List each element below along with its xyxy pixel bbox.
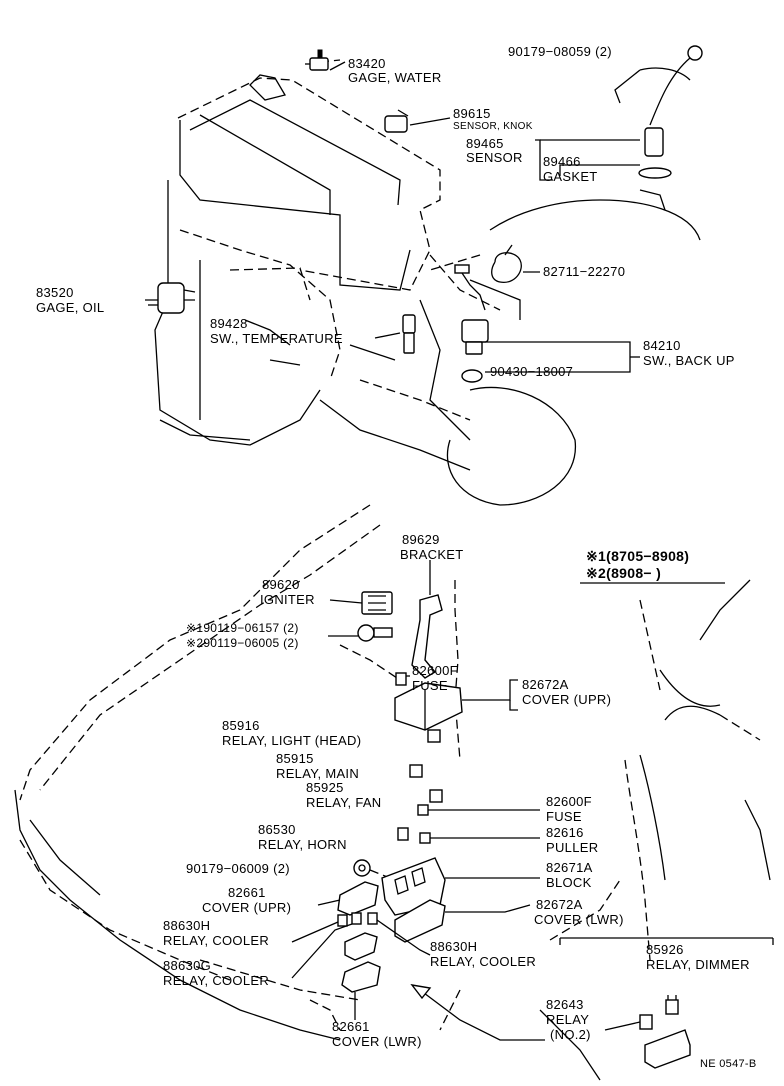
part-number-82643[interactable]: 82643 xyxy=(546,997,584,1012)
part-name-85916: RELAY, LIGHT (HEAD) xyxy=(222,733,362,748)
puller-part-icon xyxy=(419,832,431,844)
relay-dimmer-icon xyxy=(665,995,679,1015)
part-number-86530[interactable]: 86530 xyxy=(258,822,296,837)
oxygen-sensor-part-icon xyxy=(614,45,703,211)
part-name-85926: RELAY, DIMMER xyxy=(646,957,750,972)
part-name-89629: BRACKET xyxy=(400,547,464,562)
relay-no2-icon xyxy=(639,1014,653,1030)
part-name-88630h-b: RELAY, COOLER xyxy=(430,954,537,969)
part-number-82671a[interactable]: 82671A xyxy=(546,860,593,875)
fuse-small-icon xyxy=(417,804,429,816)
part-number-83520[interactable]: 83520 xyxy=(36,285,74,300)
part-number-90119-06005[interactable]: ※290119−06005 (2) xyxy=(186,636,299,650)
part-number-89629[interactable]: 89629 xyxy=(402,532,440,547)
part-name-89466: GASKET xyxy=(543,169,598,184)
backup-switch-part-icon xyxy=(459,269,489,383)
fuse-part-icon xyxy=(395,672,407,686)
part-number-85915[interactable]: 85915 xyxy=(276,751,314,766)
part-name-86530: RELAY, HORN xyxy=(258,837,347,852)
part-number-88630g[interactable]: 88630G xyxy=(163,958,212,973)
part-name-82661-a: COVER (UPR) xyxy=(202,900,292,915)
relay-cooler-icons xyxy=(337,912,378,927)
part-number-85925[interactable]: 85925 xyxy=(306,780,344,795)
part-name-89615: SENSOR, KNOK xyxy=(453,121,533,132)
part-name-89465: SENSOR xyxy=(466,150,523,165)
igniter-part-icon xyxy=(361,591,393,615)
part-name-82661-b: COVER (LWR) xyxy=(332,1034,422,1049)
part-number-82600f-a[interactable]: 82600F xyxy=(412,663,458,678)
part-number-90430[interactable]: 90430−18007 xyxy=(490,364,574,379)
relay-main-icon xyxy=(409,764,423,778)
part-number-82661-a[interactable]: 82661 xyxy=(228,885,266,900)
part-name-82616: PULLER xyxy=(546,840,599,855)
legend-note-1: ※1(8705−8908) xyxy=(586,548,690,564)
part-number-82661-b[interactable]: 82661 xyxy=(332,1019,370,1034)
part-name-82600f-a: FUSE xyxy=(412,678,448,693)
water-gage-part-icon xyxy=(305,49,329,71)
clamp-part-icon xyxy=(491,244,522,283)
oil-gage-part-icon xyxy=(148,282,196,314)
part-name-84210: SW., BACK UP xyxy=(643,353,735,368)
part-number-82600f-b[interactable]: 82600F xyxy=(546,794,592,809)
part-number-83420[interactable]: 83420 xyxy=(348,56,386,71)
part-extra-82643: (NO.2) xyxy=(550,1027,591,1042)
knock-sensor-part-icon xyxy=(384,109,409,133)
part-number-85926[interactable]: 85926 xyxy=(646,942,684,957)
part-number-82672a-b[interactable]: 82672A xyxy=(536,897,583,912)
part-number-89466[interactable]: 89466 xyxy=(543,154,581,169)
part-number-89620[interactable]: 89620 xyxy=(262,577,300,592)
wire-connector-icon xyxy=(454,264,470,274)
part-name-88630h-a: RELAY, COOLER xyxy=(163,933,270,948)
relay-horn-icon xyxy=(397,827,409,841)
part-number-90179-06009[interactable]: 90179−06009 (2) xyxy=(186,861,290,876)
part-name-88630g: RELAY, COOLER xyxy=(163,973,270,988)
part-name-89428: SW., TEMPERATURE xyxy=(210,331,343,346)
part-number-89428[interactable]: 89428 xyxy=(210,316,248,331)
relay-fan-icon xyxy=(429,789,443,803)
temperature-switch-part-icon xyxy=(402,314,416,354)
part-name-82643: RELAY xyxy=(546,1012,590,1027)
part-number-89465[interactable]: 89465 xyxy=(466,136,504,151)
part-number-90119-06157[interactable]: ※190119−06157 (2) xyxy=(186,621,299,635)
relay-base-icon xyxy=(644,1029,691,1069)
part-number-88630h-b[interactable]: 88630H xyxy=(430,939,478,954)
part-number-82616[interactable]: 82616 xyxy=(546,825,584,840)
part-name-82672a-a: COVER (UPR) xyxy=(522,692,612,707)
part-number-88630h-a[interactable]: 88630H xyxy=(163,918,211,933)
part-number-82711[interactable]: 82711−22270 xyxy=(543,264,626,279)
part-name-82600f-b: FUSE xyxy=(546,809,582,824)
relay-head-icon xyxy=(427,729,441,743)
part-number-90179-08059[interactable]: 90179−08059 (2) xyxy=(508,44,612,59)
diagram-code: NE 0547-B xyxy=(700,1058,757,1070)
part-number-84210[interactable]: 84210 xyxy=(643,338,681,353)
nut-part-icon xyxy=(353,859,371,877)
bracket-part-icon xyxy=(411,594,443,679)
engine-outline xyxy=(154,74,701,506)
legend-note-2: ※2(8908− ) xyxy=(586,565,662,581)
part-number-89615[interactable]: 89615 xyxy=(453,106,491,121)
cover-lower-part-icon xyxy=(394,899,446,943)
cover-upper-part-icon xyxy=(394,682,463,731)
part-number-82672a-a[interactable]: 82672A xyxy=(522,677,569,692)
part-name-82672a-b: COVER (LWR) xyxy=(534,912,624,927)
cover-upr-small-icon xyxy=(337,881,379,916)
part-name-85925: RELAY, FAN xyxy=(306,795,382,810)
bolt-part-icon xyxy=(357,624,393,642)
part-name-83420: GAGE, WATER xyxy=(348,70,442,85)
part-name-83520: GAGE, OIL xyxy=(36,300,105,315)
vehicle-body-outline xyxy=(14,504,771,1081)
part-name-82671a: BLOCK xyxy=(546,875,592,890)
cover-lwr-bottom-icons xyxy=(341,932,381,993)
part-number-85916[interactable]: 85916 xyxy=(222,718,260,733)
part-name-85915: RELAY, MAIN xyxy=(276,766,360,781)
part-name-89620: IGNITER xyxy=(260,592,315,607)
